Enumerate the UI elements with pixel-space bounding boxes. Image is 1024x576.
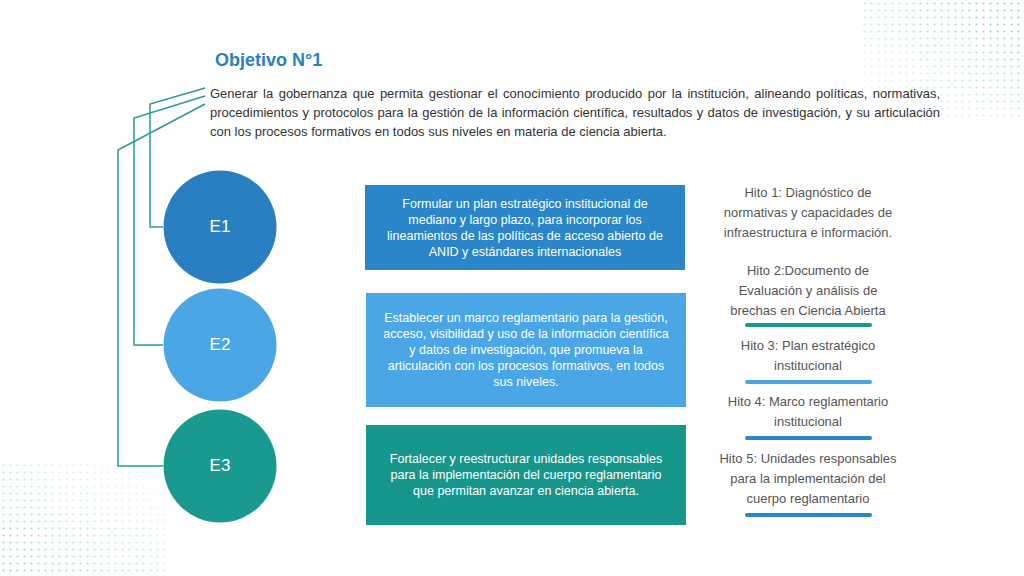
box-text: Fortalecer y reestructurar unidades resp… [380,451,672,499]
milestone-text: Hito 2:Documento de Evaluación y análisi… [718,261,898,321]
leader-line [118,104,205,466]
objective-text: Generar la gobernanza que permita gestio… [210,84,940,141]
underline-bar [745,323,872,327]
underline-bar [745,436,872,440]
circle-label: E2 [210,335,231,355]
circle-label: E3 [210,456,231,476]
title: Objetivo N°1 [215,50,322,71]
strategy-circle: E1 [163,170,277,284]
box-text: Establecer un marco reglamentario para l… [380,310,672,390]
box-text: Formular un plan estratégico institucion… [379,196,671,260]
dot-texture [860,0,1024,120]
milestone-text: Hito 3: Plan estratégico institucional [718,336,898,376]
strategy-box: Establecer un marco reglamentario para l… [366,293,686,407]
strategy-box: Formular un plan estratégico institucion… [365,185,685,270]
milestone-text: Hito 1: Diagnóstico de normativas y capa… [718,183,898,243]
circle-fill [164,410,277,523]
strategy-circle: E2 [163,288,277,402]
milestone-text: Hito 4: Marco reglamentario instituciona… [718,392,898,432]
underline-bar [745,513,872,517]
circle-fill [164,289,277,402]
dot-texture [0,460,170,576]
circle-label: E1 [210,217,231,237]
underline-bar [745,380,872,384]
strategy-box: Fortalecer y reestructurar unidades resp… [366,425,686,525]
milestone-text: Hito 5: Unidades responsables para la im… [718,449,898,509]
strategy-circle: E3 [163,409,277,523]
circle-fill [164,171,277,284]
